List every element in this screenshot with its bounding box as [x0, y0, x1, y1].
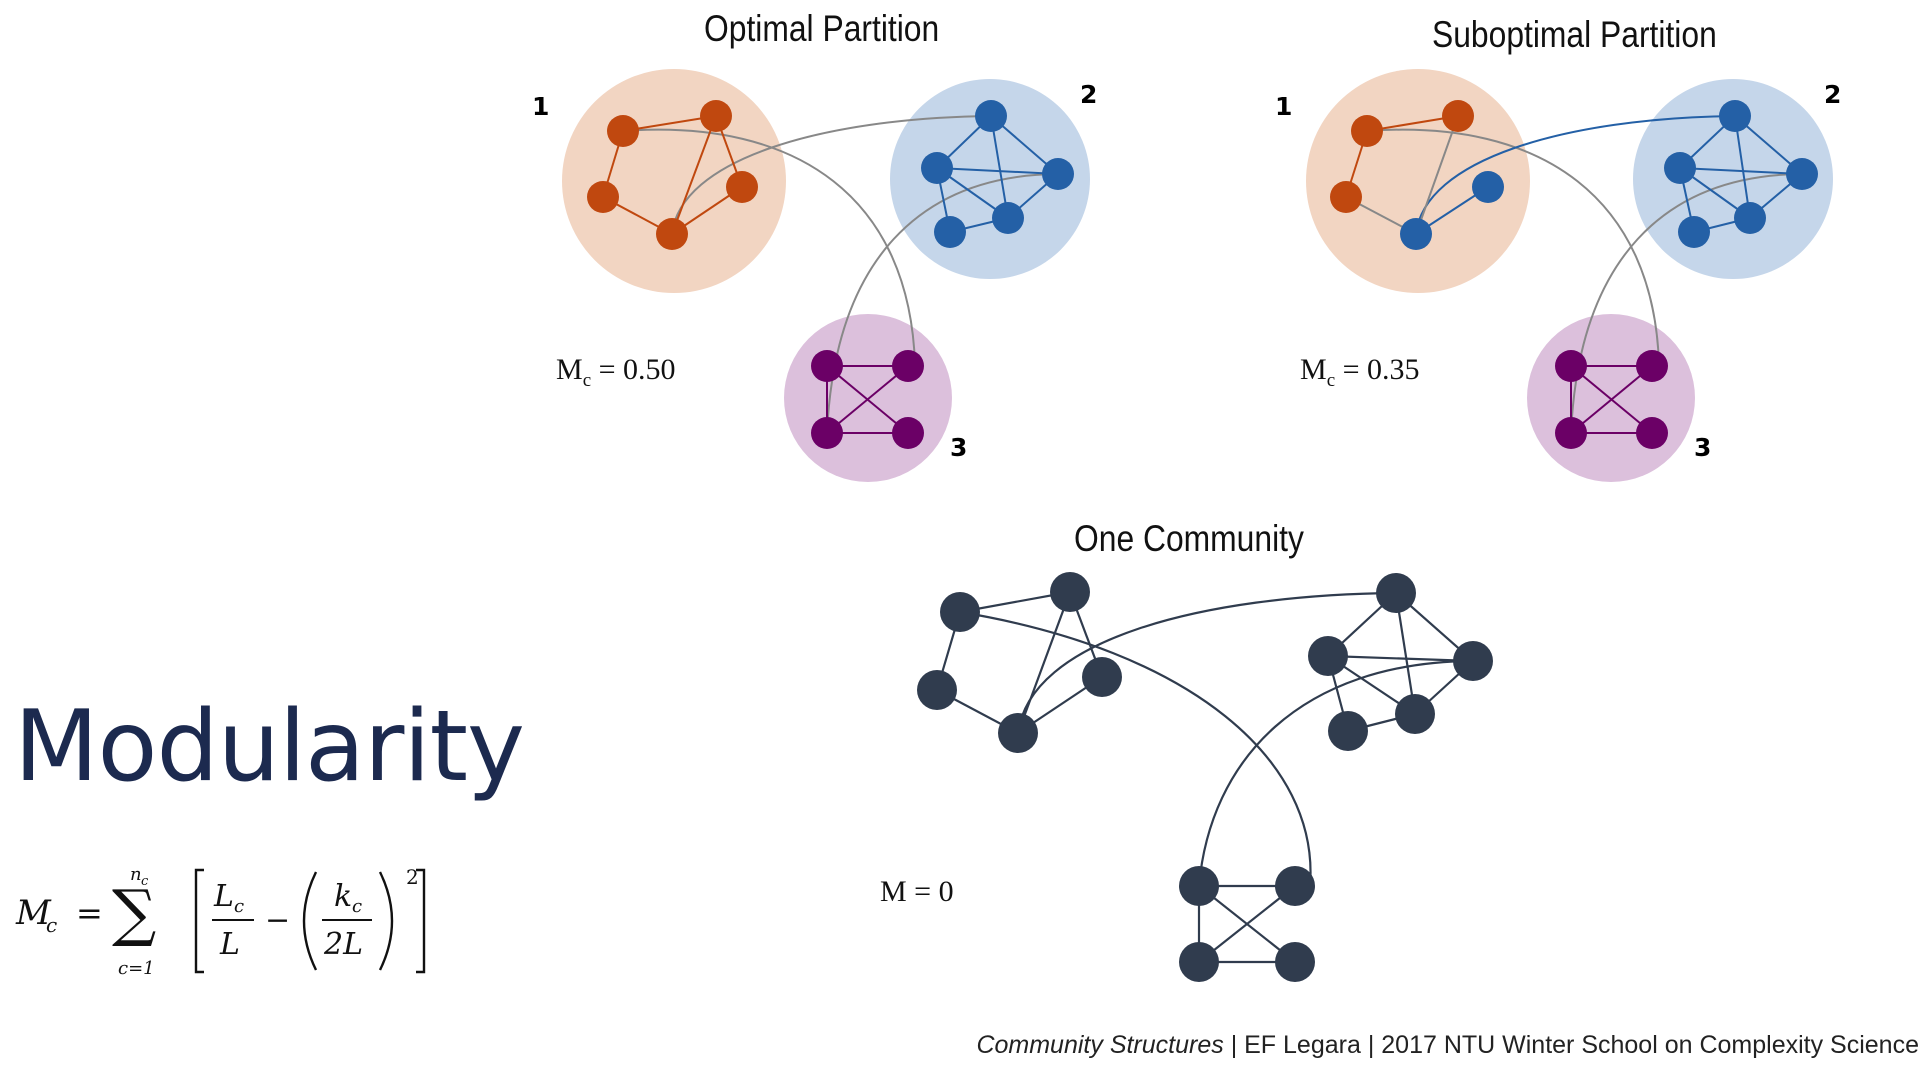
suboptimal-edge: [1415, 115, 1459, 235]
optimal-inter-edge: [622, 128, 916, 366]
one-community-node: [917, 670, 957, 710]
formula-left-paren: [302, 871, 318, 971]
suboptimal-node: [1330, 181, 1362, 213]
optimal-node: [992, 202, 1024, 234]
optimal-node: [811, 350, 843, 382]
one-community-node: [1179, 866, 1219, 906]
optimal-node: [975, 100, 1007, 132]
optimal-node: [700, 100, 732, 132]
suboptimal-node: [1786, 158, 1818, 190]
optimal-community-3-label: 3: [950, 433, 968, 462]
one-community-node: [1453, 641, 1493, 681]
optimal-node: [892, 350, 924, 382]
one-community-node: [1376, 573, 1416, 613]
formula-kc-sub: c: [352, 896, 362, 917]
optimal-node: [921, 152, 953, 184]
one-community-node: [1082, 657, 1122, 697]
optimal-community-2-label: 2: [1080, 80, 1098, 109]
suboptimal-node: [1555, 350, 1587, 382]
optimal-node: [726, 171, 758, 203]
optimal-community-1-label: 1: [532, 92, 550, 121]
formula-power: 2: [406, 865, 419, 889]
suboptimal-node: [1678, 216, 1710, 248]
formula-right-paren: [378, 871, 394, 971]
optimal-modularity-value: Mc = 0.50: [556, 353, 676, 391]
modularity-formula: M c = ∑ n c c=1 L c L − k c 2L 2: [15, 864, 426, 979]
suboptimal-node: [1400, 218, 1432, 250]
one-community-node: [940, 592, 980, 632]
suboptimal-node: [1636, 417, 1668, 449]
optimal-node: [892, 417, 924, 449]
optimal-edge: [671, 115, 717, 235]
formula-left-bracket: [194, 868, 204, 974]
formula-sum-bottom: c=1: [118, 958, 155, 979]
formula-lhs: M: [15, 893, 52, 933]
one-community-node: [1179, 942, 1219, 982]
suboptimal-partition-title: Suboptimal Partition: [1432, 14, 1717, 55]
one-community-modularity-value: M = 0: [880, 875, 954, 908]
suboptimal-inter-edge: [1366, 128, 1660, 366]
suboptimal-modularity-value: Mc = 0.35: [1300, 353, 1420, 391]
formula-Lc: L: [213, 879, 234, 914]
footer-title: Community Structures: [976, 1031, 1224, 1059]
suboptimal-node: [1472, 171, 1504, 203]
one-community-node: [1275, 942, 1315, 982]
one-community-node: [1050, 572, 1090, 612]
one-community-edge: [1394, 592, 1417, 715]
suboptimal-node: [1555, 417, 1587, 449]
one-community-node: [1395, 694, 1435, 734]
optimal-edge: [936, 167, 1059, 175]
suboptimal-edge: [1679, 167, 1803, 175]
optimal-edge: [990, 115, 1009, 219]
optimal-node: [587, 181, 619, 213]
optimal-node: [607, 115, 639, 147]
one-community-node: [998, 713, 1038, 753]
formula-sum-top-sub: c: [141, 874, 149, 889]
one-community-node: [1275, 866, 1315, 906]
optimal-partition-title: Optimal Partition: [704, 8, 940, 49]
optimal-partition-graph: [562, 69, 1090, 482]
suboptimal-node: [1664, 152, 1696, 184]
optimal-node: [934, 216, 966, 248]
formula-right-bracket: [416, 868, 426, 974]
formula-L: L: [219, 927, 240, 962]
modularity-heading: Modularity: [14, 690, 525, 804]
footer-citation: Community Structures | EF Legara | 2017 …: [976, 1031, 1919, 1060]
one-community-node: [1308, 636, 1348, 676]
suboptimal-edge: [1734, 115, 1751, 219]
suboptimal-community-3-label: 3: [1694, 433, 1712, 462]
formula-Lc-sub: c: [234, 896, 244, 917]
formula-sum-sign: ∑: [112, 876, 156, 949]
one-community-edge: [1197, 659, 1474, 887]
optimal-node: [811, 417, 843, 449]
one-community-edge: [959, 610, 1312, 887]
formula-lhs-sub: c: [46, 913, 57, 937]
suboptimal-node: [1719, 100, 1751, 132]
one-community-title: One Community: [1074, 518, 1304, 559]
one-community-edge: [1016, 591, 1072, 734]
suboptimal-partition-graph: [1306, 69, 1833, 482]
formula-sum-top: n: [130, 864, 142, 885]
formula-kc: k: [334, 879, 352, 914]
suboptimal-node: [1734, 202, 1766, 234]
suboptimal-node: [1636, 350, 1668, 382]
optimal-node: [656, 218, 688, 250]
optimal-node: [1042, 158, 1074, 190]
one-community-node: [1328, 711, 1368, 751]
suboptimal-community-1-label: 1: [1275, 92, 1293, 121]
suboptimal-node: [1442, 100, 1474, 132]
optimal-edge: [826, 365, 909, 434]
one-community-edge: [1198, 885, 1296, 963]
one-community-edge: [1327, 654, 1474, 663]
suboptimal-edge: [1570, 365, 1653, 434]
suboptimal-community-2-label: 2: [1824, 80, 1842, 109]
formula-2L: 2L: [323, 927, 363, 962]
formula-minus: −: [265, 903, 290, 938]
suboptimal-node: [1351, 115, 1383, 147]
one-community-graph: [917, 572, 1493, 982]
footer-rest: | EF Legara | 2017 NTU Winter School on …: [1223, 1031, 1919, 1059]
formula-equals: =: [76, 894, 103, 932]
